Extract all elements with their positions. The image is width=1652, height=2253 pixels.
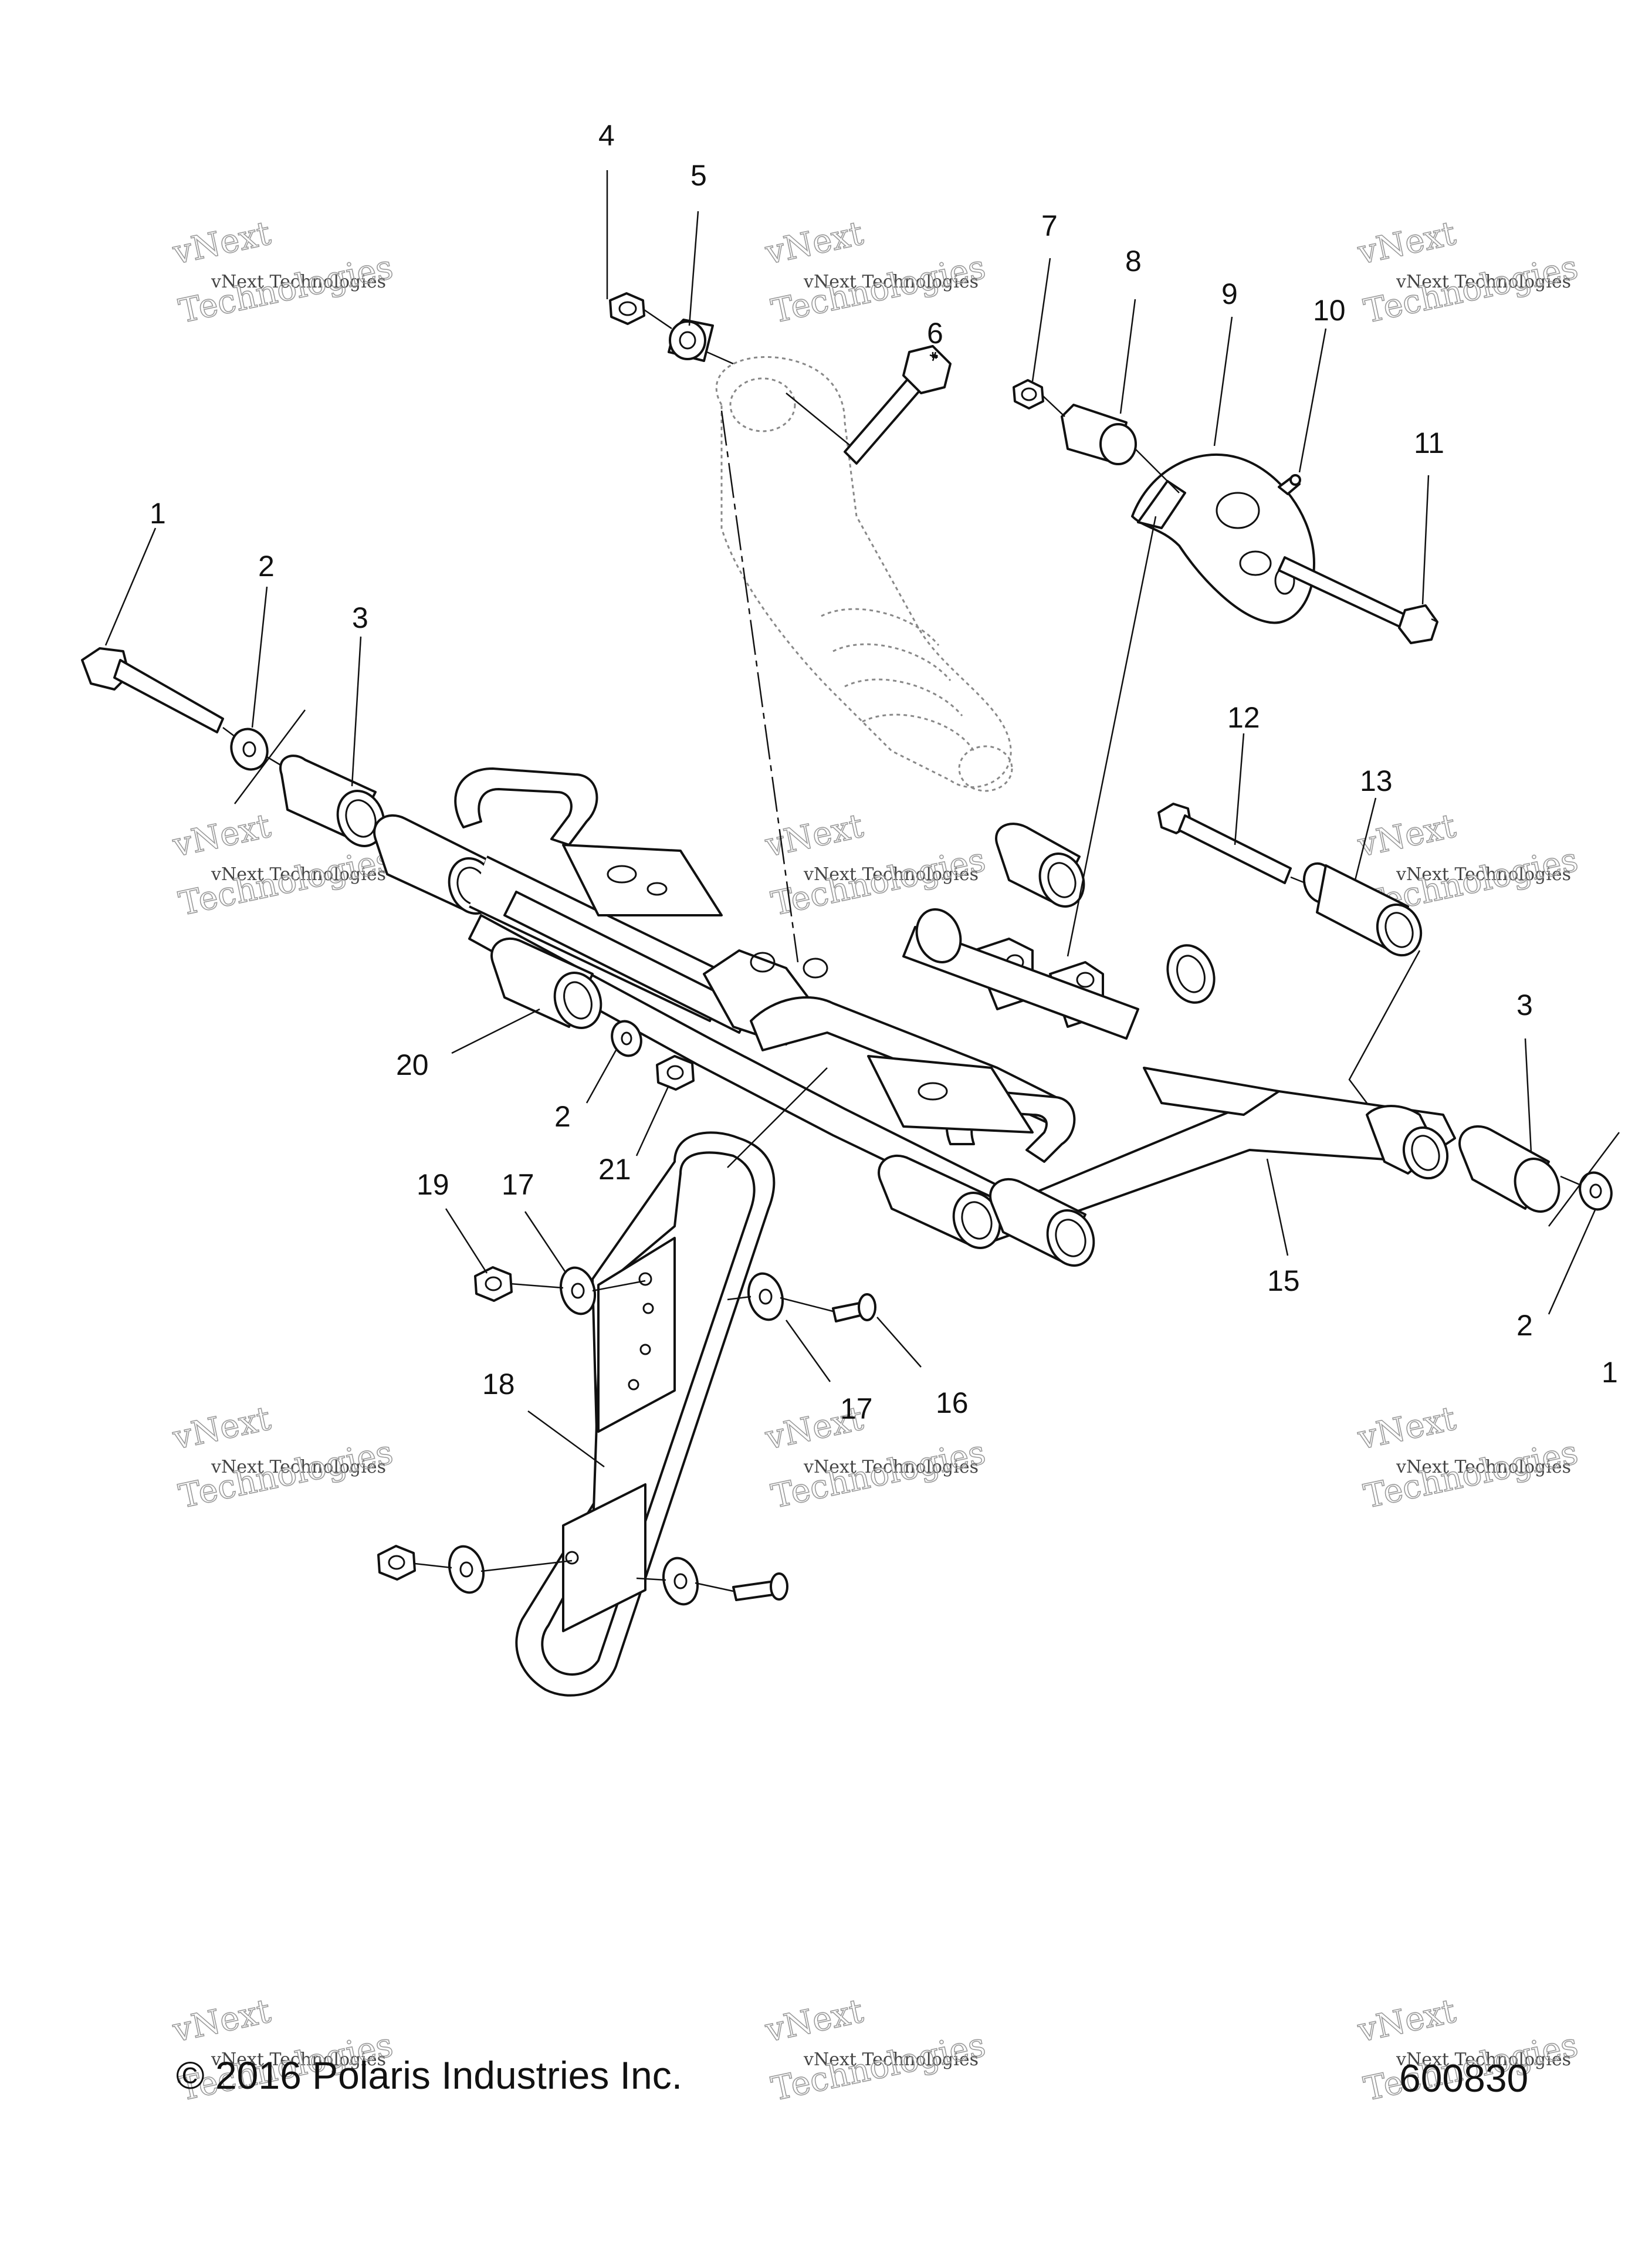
watermark: vNext vNext Technologies Technologies (1354, 1399, 1582, 1516)
svg-text:vNext Technologies: vNext Technologies (211, 2049, 386, 2070)
callout-16: 16 (936, 1386, 969, 1419)
bushing-13 (1302, 862, 1423, 957)
callout-9: 9 (1221, 278, 1238, 310)
callout-13: 13 (1360, 764, 1393, 797)
callout-7: 7 (1041, 209, 1058, 242)
callout-21: 21 (598, 1153, 631, 1186)
svg-text:vNext: vNext (169, 214, 274, 272)
svg-text:vNext Technologies: vNext Technologies (803, 2049, 979, 2070)
svg-text:vNext: vNext (1354, 1399, 1459, 1457)
svg-text:vNext: vNext (761, 1992, 866, 2050)
svg-text:vNext Technologies: vNext Technologies (1396, 1457, 1571, 1477)
svg-text:vNext: vNext (1354, 1992, 1459, 2050)
link-arm-18 (515, 1131, 776, 1697)
callout-2-right: 2 (1516, 1309, 1533, 1342)
washer-2-right (1579, 1171, 1613, 1211)
callout-12: 12 (1227, 701, 1260, 734)
svg-text:vNext: vNext (761, 807, 866, 865)
flange-nut-4 (609, 292, 645, 325)
flange-nut-7 (1013, 379, 1044, 410)
nut-21 (656, 1055, 695, 1091)
svg-text:vNext Technologies: vNext Technologies (803, 864, 979, 885)
callout-3-right: 3 (1516, 989, 1533, 1021)
bolt-1-left (81, 647, 224, 733)
bushing-3-right (1458, 1125, 1560, 1213)
callout-3-left: 3 (352, 601, 368, 634)
leader-lines (606, 170, 938, 359)
washer-17-upper-left (560, 1266, 596, 1315)
watermark: vNext vNext Technologies Technologies (1354, 214, 1582, 331)
callout-5: 5 (690, 159, 707, 192)
callout-1-right: 1 (1602, 1356, 1618, 1389)
callout-labels: 4 5 6 7 8 9 10 11 1 2 3 12 13 3 20 2 21 … (150, 119, 1618, 1425)
svg-text:vNext Technologies: vNext Technologies (1396, 2049, 1571, 2070)
footer: © 2016 Polaris Industries Inc. 600830 (176, 2054, 1528, 2100)
callout-1-left: 1 (150, 497, 166, 530)
washer-17-upper-right (747, 1272, 784, 1321)
callout-17-upper: 17 (502, 1168, 534, 1201)
svg-text:vNext: vNext (169, 1399, 274, 1457)
bolt-6 (844, 345, 952, 465)
callout-15: 15 (1267, 1264, 1300, 1297)
bolt-16-upper (832, 1293, 876, 1322)
shock-absorber-ghost (715, 356, 1013, 792)
callout-2-left: 2 (258, 550, 275, 583)
flange-nut-lower (377, 1545, 416, 1581)
callout-19: 19 (417, 1168, 449, 1201)
svg-text:vNext Technologies: vNext Technologies (211, 864, 386, 885)
bolt-lower (732, 1572, 788, 1601)
svg-text:vNext: vNext (761, 214, 866, 272)
svg-text:vNext Technologies: vNext Technologies (1396, 272, 1571, 292)
leader-lines-main (104, 258, 1620, 1592)
watermark-grid: vNext vNext Technologies Technologies vN… (169, 214, 1582, 2109)
svg-text:vNext Technologies: vNext Technologies (211, 1457, 386, 1477)
svg-text:vNext: vNext (1354, 214, 1459, 272)
spacer-5 (668, 319, 714, 362)
a-arm-15 (373, 767, 1456, 1267)
washer-2-left (230, 728, 269, 771)
svg-text:vNext: vNext (1354, 807, 1459, 865)
watermark: vNext vNext Technologies Technologies (761, 214, 990, 331)
callout-20: 20 (396, 1048, 429, 1081)
figure-number: 600830 (1399, 2056, 1528, 2100)
svg-text:vNext: vNext (169, 1992, 274, 2050)
svg-text:vNext Technologies: vNext Technologies (1396, 864, 1571, 885)
callout-17-lower: 17 (840, 1392, 873, 1425)
callout-10: 10 (1313, 294, 1346, 327)
callout-6: 6 (927, 317, 943, 350)
callout-8: 8 (1125, 245, 1142, 278)
callout-4: 4 (598, 119, 615, 152)
watermark: vNext vNext Technologies Technologies (169, 214, 397, 331)
callout-11: 11 (1414, 427, 1444, 459)
washer-lower-left (448, 1545, 485, 1594)
washer-lower-right (662, 1557, 699, 1606)
washer-2-middle (611, 1020, 642, 1057)
svg-text:vNext Technologies: vNext Technologies (803, 272, 979, 292)
grease-fitting-10 (1278, 474, 1301, 495)
watermark: vNext vNext Technologies Technologies (169, 1399, 397, 1516)
flange-nut-19 (474, 1266, 513, 1302)
watermark: vNext vNext Technologies Technologies (761, 1991, 990, 2109)
copyright-notice: © 2016 Polaris Industries Inc. (176, 2054, 682, 2097)
bushing-3-left (279, 755, 385, 847)
bushing-20 (490, 938, 602, 1029)
callout-2-middle: 2 (554, 1100, 571, 1133)
bolt-11 (1278, 556, 1438, 644)
bolt-12 (1157, 803, 1292, 884)
spacer-8 (1061, 404, 1137, 465)
svg-text:vNext: vNext (169, 807, 274, 865)
svg-text:vNext Technologies: vNext Technologies (211, 272, 386, 292)
watermark: vNext vNext Technologies Technologies (761, 806, 990, 923)
svg-text:vNext Technologies: vNext Technologies (803, 1457, 979, 1477)
callout-18: 18 (482, 1368, 515, 1400)
